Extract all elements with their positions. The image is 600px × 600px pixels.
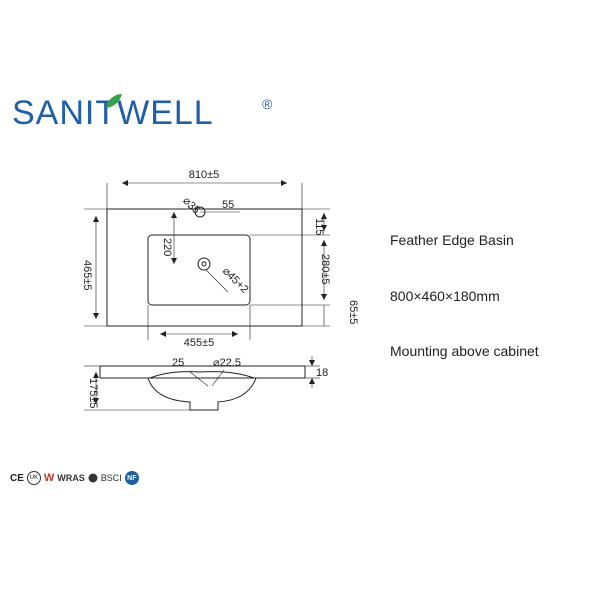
dim-bowl-width: 455±5 [184, 337, 215, 349]
dim-top-depth: 115 [313, 218, 325, 236]
drain-center-icon [201, 261, 207, 267]
registered-mark: ® [262, 96, 273, 112]
product-name: Feather Edge Basin [390, 232, 514, 248]
brand-logo: SANITWELL ® [12, 92, 272, 142]
ce-logo: CE [10, 472, 24, 484]
dim-overall-depth: 465±5 [81, 260, 93, 291]
bsci-logo: BSCI [100, 473, 122, 483]
dim-tap-to-drain: 220 [161, 238, 173, 256]
dim-overall-width: 810±5 [189, 169, 220, 181]
product-size: 800×460×180mm [390, 288, 500, 304]
bowl-outline [147, 234, 251, 306]
side-view [99, 365, 306, 411]
dim-drain-hole: ⌀22.5 [213, 357, 241, 369]
mounting-type: Mounting above cabinet [390, 343, 539, 359]
drain-icon [197, 257, 211, 271]
ukca-logo: UK [26, 471, 41, 485]
dim-tap-hole-offset: 55 [222, 199, 234, 211]
wras-logo: WRAS [57, 473, 85, 483]
dim-bowl-depth: 280±5 [319, 254, 331, 285]
bsci-icon [88, 471, 98, 485]
dim-overflow: 25 [172, 357, 184, 369]
dim-overall-height: 175±5 [87, 378, 99, 409]
top-view [106, 206, 303, 327]
dim-front-edge: 65±5 [347, 300, 359, 324]
dim-drain-dia: ⌀45+2 [220, 265, 251, 296]
certification-logos: CE UK W WRAS BSCI NF [10, 470, 139, 486]
bowl-profile [147, 377, 257, 411]
dim-rim-thickness: 18 [316, 367, 328, 379]
leaf-icon [106, 94, 122, 108]
w-logo: W [43, 472, 55, 484]
dim-tap-hole-dia: ⌀35 [180, 195, 202, 217]
nf-logo: NF [124, 471, 139, 485]
basin-top-outline [106, 208, 303, 327]
